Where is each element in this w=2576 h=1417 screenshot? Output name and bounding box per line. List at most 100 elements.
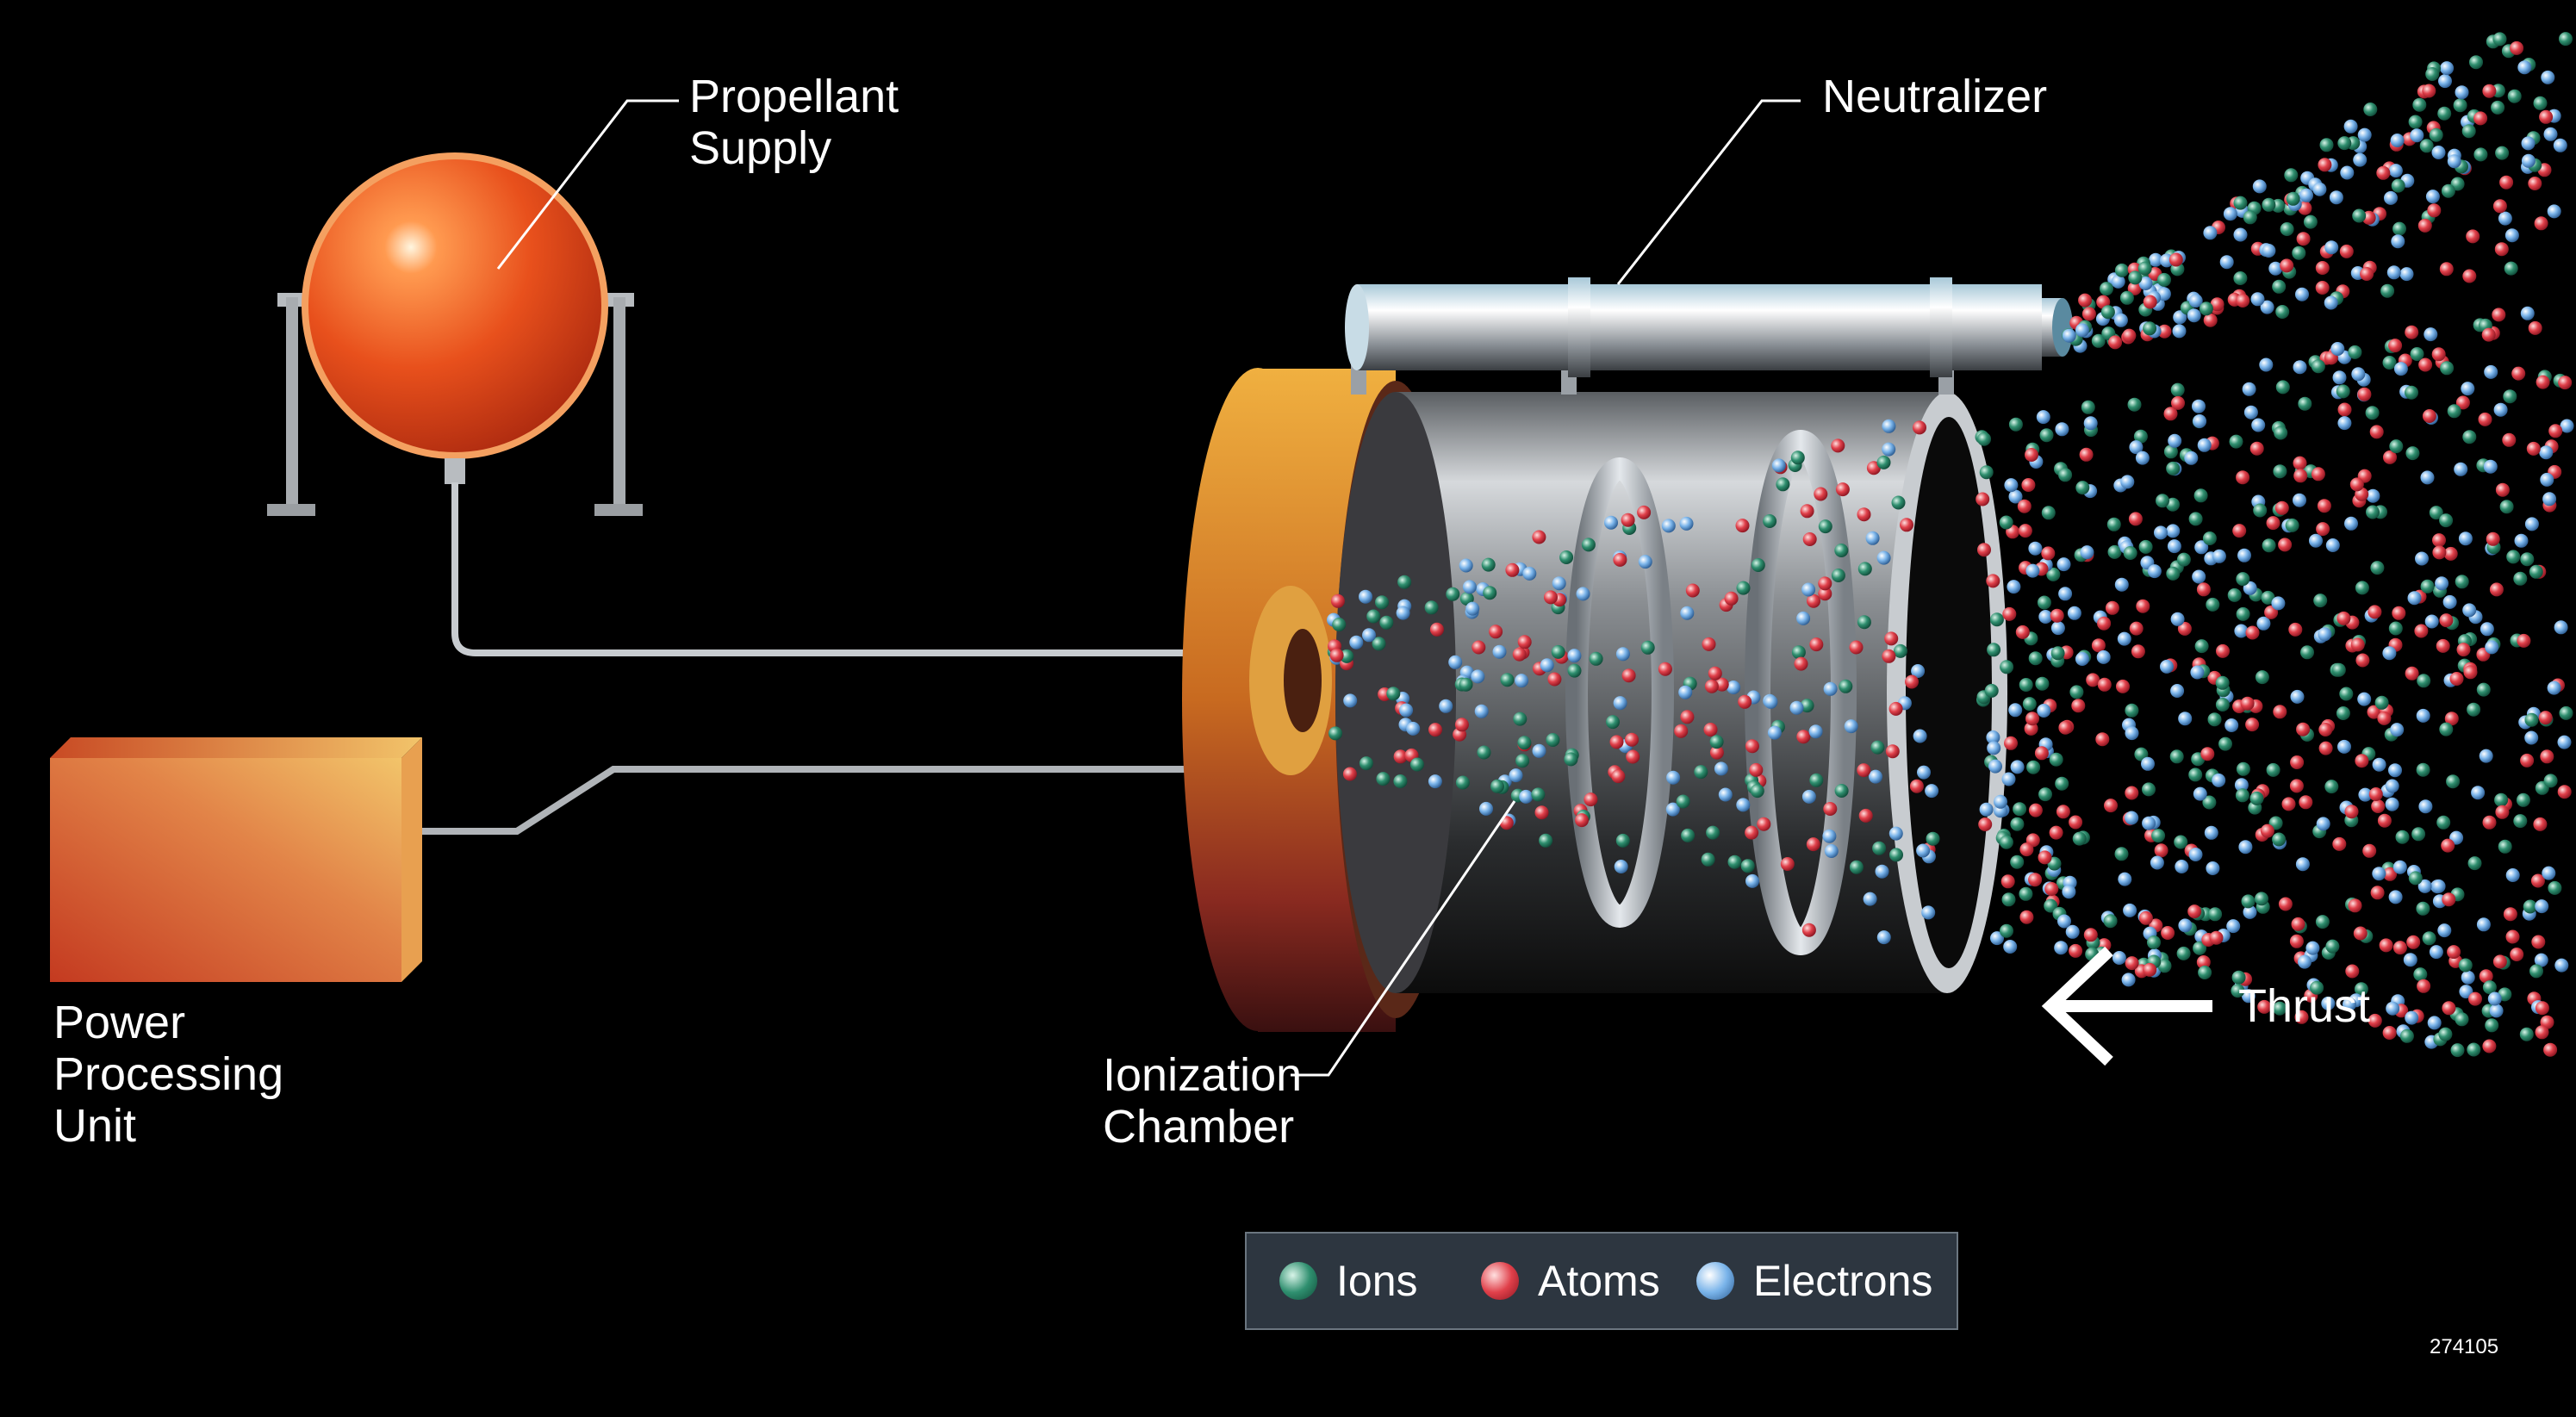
atom-particle [2091, 638, 2106, 653]
ion-particle [1376, 772, 1391, 786]
atom-particle [2468, 991, 2482, 1006]
atom-particle [2296, 722, 2311, 736]
atom-particle [2041, 546, 2056, 561]
ion-particle [2408, 115, 2423, 129]
atom-particle [1801, 923, 1816, 937]
ion-particle [2482, 980, 2497, 995]
electron-particle [2554, 958, 2569, 973]
atom-particle [2315, 261, 2330, 275]
atom-particle [2357, 387, 2372, 401]
electron-particle [2403, 953, 2417, 967]
ion-particle [2408, 871, 2423, 886]
ion-particle [2261, 590, 2275, 605]
ion-particle [2507, 89, 2522, 103]
atom-particle [2025, 712, 2039, 726]
atom-particle [2482, 815, 2497, 830]
ion-particle [1694, 765, 1708, 780]
atom-particle [2388, 339, 2403, 353]
ion-particle [2231, 984, 2245, 998]
electron-particle [2557, 735, 2572, 749]
atom-particle [2528, 320, 2542, 335]
electron-particle [2036, 410, 2050, 425]
atom-particle [2125, 956, 2139, 971]
atom-particle [2495, 482, 2510, 497]
atom-particle [2449, 672, 2464, 686]
ion-particle [2365, 406, 2380, 420]
ion-particle [1740, 859, 1755, 873]
electron-particle [2399, 267, 2414, 282]
ion-particle [2559, 705, 2573, 720]
atom-particle [2318, 723, 2333, 736]
atom-particle [2216, 643, 2230, 658]
atom-particle [2463, 665, 2478, 680]
electron-particle [2298, 954, 2312, 969]
atom-particle [2143, 962, 2157, 977]
ion-particle [2499, 500, 2514, 514]
ion-particle [2174, 835, 2188, 849]
electron-particle [1552, 576, 1566, 591]
atom-particle [2049, 825, 2063, 840]
atom-particle [1818, 587, 1832, 601]
electron-particle [2418, 799, 2433, 814]
atom-particle [1611, 769, 1626, 784]
electron-particle [2407, 591, 2422, 606]
atom-particle [2095, 732, 2110, 747]
electron-particle [2505, 868, 2520, 882]
electron-particle [2114, 577, 2129, 592]
atom-particle [2510, 40, 2524, 55]
atom-particle [1794, 656, 1808, 671]
atom-particle [2482, 84, 2497, 98]
ion-particle [1332, 618, 1347, 631]
ion-particle [2425, 67, 2440, 81]
ion-particle [2286, 191, 2300, 206]
atom-particle [2538, 711, 2553, 725]
atom-particle [2316, 522, 2330, 537]
atom-particle [2502, 432, 2517, 447]
electron-particle [1888, 826, 1903, 841]
electron-particle [2175, 860, 2189, 873]
atom-particle [1818, 576, 1832, 591]
electron-particle [2357, 692, 2372, 706]
ion-particle [2273, 464, 2287, 479]
electron-particle [2154, 525, 2168, 540]
atom-particle [1857, 763, 1871, 778]
neutralizer [1345, 277, 2073, 395]
electron-particle [2437, 923, 2452, 938]
ion-particle [2233, 271, 2248, 285]
ion-particle [2019, 678, 2033, 692]
ion-particle [2467, 1042, 2481, 1057]
ion-particle [2000, 923, 2013, 938]
electron-particle [2524, 517, 2539, 531]
ion-particle [2447, 404, 2461, 419]
atom-particle [2069, 943, 2083, 958]
ion-particle [1393, 774, 1408, 788]
electron-particle [1863, 892, 1877, 906]
electron-particle [2431, 146, 2446, 159]
ion-particle [2107, 544, 2122, 559]
ion-particle [2491, 100, 2505, 115]
ppu-line-3: Unit [53, 1100, 137, 1152]
electron-particle [2075, 323, 2089, 338]
ion-particle [2303, 214, 2318, 229]
atom-particle [1977, 543, 1991, 557]
electron-particle [2321, 996, 2336, 1010]
ion-particle [1849, 860, 1864, 874]
electron-particle [2233, 227, 2248, 242]
electron-particle [2262, 244, 2276, 258]
electron-particle [2324, 295, 2338, 310]
ion-particle [2050, 646, 2065, 661]
atom-particle [1913, 420, 1926, 435]
electron-particle [2067, 606, 2081, 620]
ion-particle [2266, 762, 2280, 777]
ion-particle [2506, 550, 2521, 564]
atom-particle [2492, 199, 2507, 214]
electron-particle [2170, 684, 2185, 698]
ion-particle [2559, 32, 2573, 47]
electron-particle [2173, 310, 2187, 325]
ion-particle [2262, 197, 2276, 212]
atom-particle [2492, 308, 2506, 322]
ion-particle [2001, 892, 2016, 907]
atom-particle [2200, 747, 2215, 761]
electron-particle [2524, 730, 2539, 745]
atom-particle [2002, 606, 2017, 621]
